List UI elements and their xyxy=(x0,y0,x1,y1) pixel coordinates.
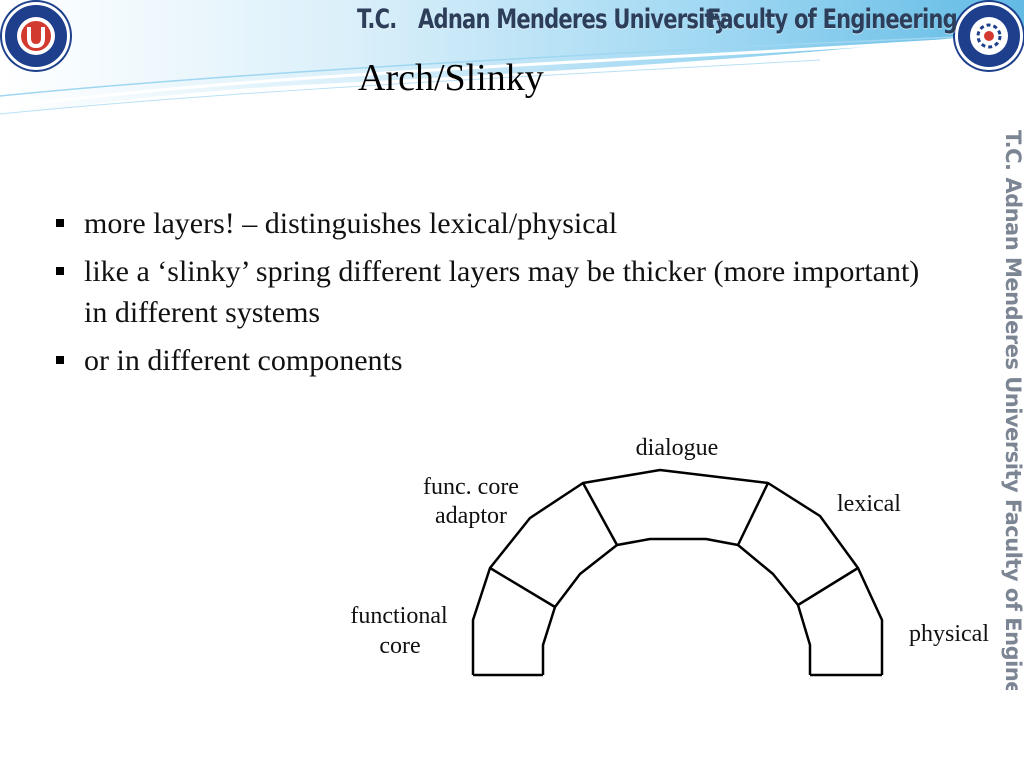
label-dialogue: dialogue xyxy=(636,435,719,461)
header-banner xyxy=(0,0,1024,120)
bullet-marker xyxy=(56,267,64,275)
label-functional-core-line2: core xyxy=(379,633,420,659)
arch-outer-outline xyxy=(471,468,884,675)
label-physical: physical xyxy=(909,621,989,647)
bullet-list: more layers! – distinguishes lexical/phy… xyxy=(52,203,952,388)
divider-adaptor xyxy=(581,482,619,546)
bullet-item: more layers! – distinguishes lexical/phy… xyxy=(52,203,952,244)
bullet-text: or in different components xyxy=(84,344,403,377)
divider-functional-core xyxy=(489,566,556,609)
label-functional-core-line1: functional xyxy=(350,603,448,629)
banner-swoosh xyxy=(0,0,1024,118)
bullet-marker xyxy=(56,219,64,227)
arch-inner-outline xyxy=(541,537,812,675)
bullet-marker xyxy=(56,356,64,364)
slide-title: Arch/Slinky xyxy=(358,57,544,99)
bullet-text: like a ‘slinky’ spring different layers … xyxy=(84,255,920,329)
engineering-faculty-logo xyxy=(955,2,1023,70)
label-func-core-adaptor-line2: adaptor xyxy=(435,503,507,529)
bullet-item: or in different components xyxy=(52,340,952,381)
divider-physical xyxy=(797,566,859,607)
label-lexical: lexical xyxy=(837,491,901,517)
header-faculty: Faculty of Engineering xyxy=(707,4,958,35)
header-tc: T.C. xyxy=(357,4,397,35)
university-logo xyxy=(2,2,70,70)
divider-lexical xyxy=(736,482,770,546)
header-university: Adnan Menderes University xyxy=(418,4,728,35)
arch-slinky-diagram: dialogue func. core adaptor lexical func… xyxy=(350,435,989,677)
label-func-core-adaptor-line1: func. core xyxy=(423,474,519,500)
bullet-text: more layers! – distinguishes lexical/phy… xyxy=(84,207,618,240)
bullet-item: like a ‘slinky’ spring different layers … xyxy=(52,251,924,333)
